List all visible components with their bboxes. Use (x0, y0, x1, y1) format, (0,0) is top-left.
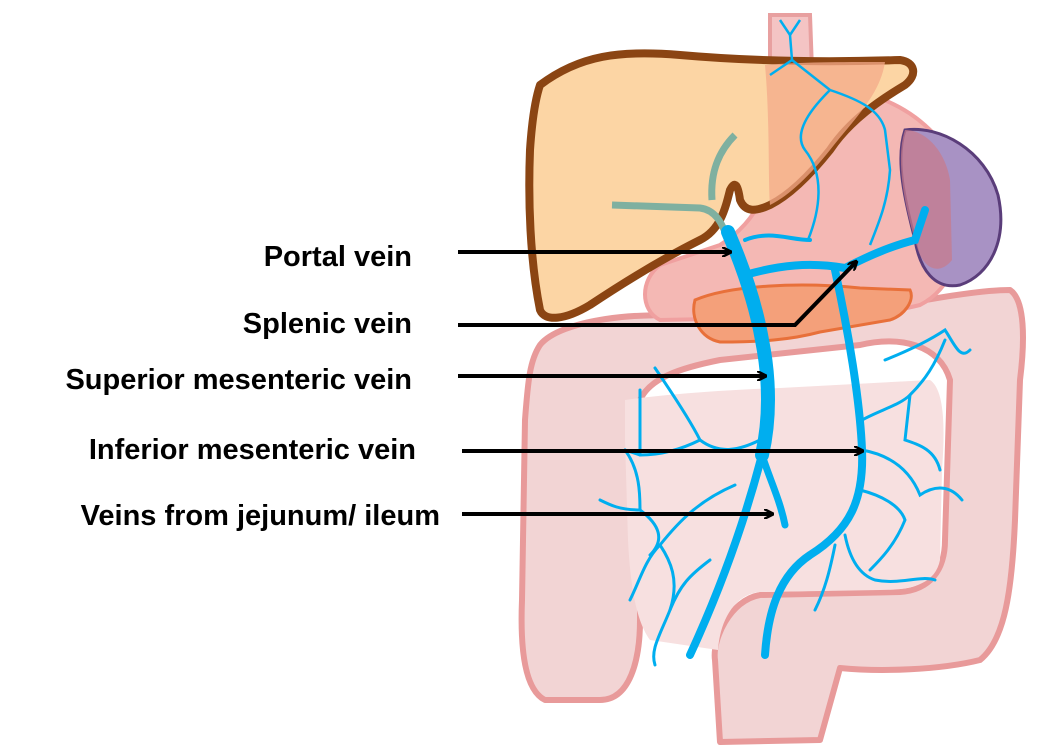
mesenteric-branches (598, 327, 972, 667)
label-inferior-mesenteric-vein: Inferior mesenteric vein (88, 434, 416, 466)
gastric-veins (769, 19, 892, 246)
label-portal-vein: Portal vein (263, 241, 412, 273)
inferior-mesenteric-vein-path (761, 266, 867, 659)
label-superior-mesenteric-vein: Superior mesenteric vein (65, 364, 412, 396)
label-veins-from-jejunum-ileum: Veins from jejunum/ ileum (80, 500, 440, 532)
splenic-vein-path (741, 206, 929, 279)
arrows (458, 252, 862, 514)
label-splenic-vein: Splenic vein (242, 308, 412, 340)
large-intestine (518, 287, 1026, 745)
portal-and-superior-mesenteric-vein (686, 225, 789, 659)
arrow-splenic-vein (458, 262, 856, 327)
